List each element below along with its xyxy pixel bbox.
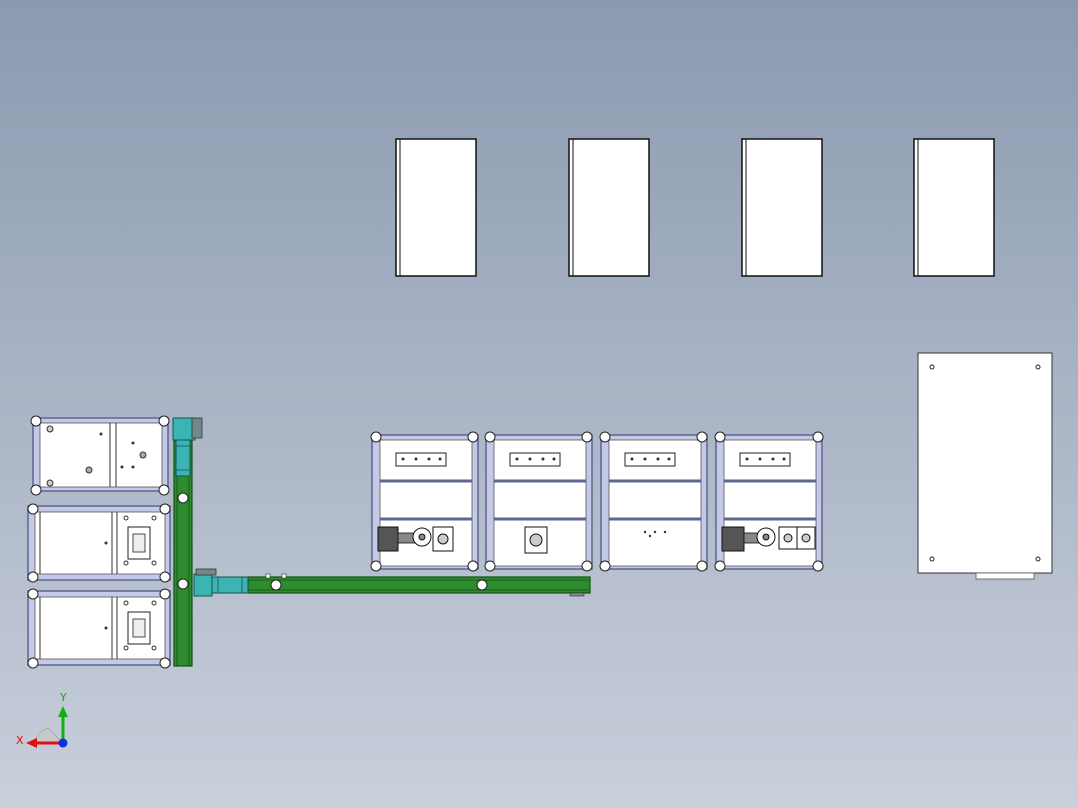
cabinet-top-1[interactable] <box>395 138 477 277</box>
station-left-top[interactable] <box>30 415 170 496</box>
cabinet-top-4[interactable] <box>913 138 995 277</box>
station-center-4[interactable] <box>714 431 824 572</box>
triad-x-label: X <box>16 734 24 747</box>
coordinate-triad-icon: X Y <box>16 691 68 748</box>
conveyor-horizontal-motor[interactable] <box>193 568 249 597</box>
station-left-bottom[interactable] <box>27 588 171 669</box>
station-center-3[interactable] <box>599 431 708 572</box>
conveyor-vertical-motor[interactable] <box>172 417 203 477</box>
station-center-2[interactable] <box>484 431 593 572</box>
cabinet-top-2[interactable] <box>568 138 650 277</box>
station-left-middle[interactable] <box>27 503 171 583</box>
triad-y-label: Y <box>59 691 67 704</box>
cabinet-large-right[interactable] <box>917 352 1053 580</box>
cabinet-top-3[interactable] <box>741 138 823 277</box>
conveyor-horizontal[interactable] <box>247 573 591 597</box>
station-center-1[interactable] <box>370 431 479 572</box>
